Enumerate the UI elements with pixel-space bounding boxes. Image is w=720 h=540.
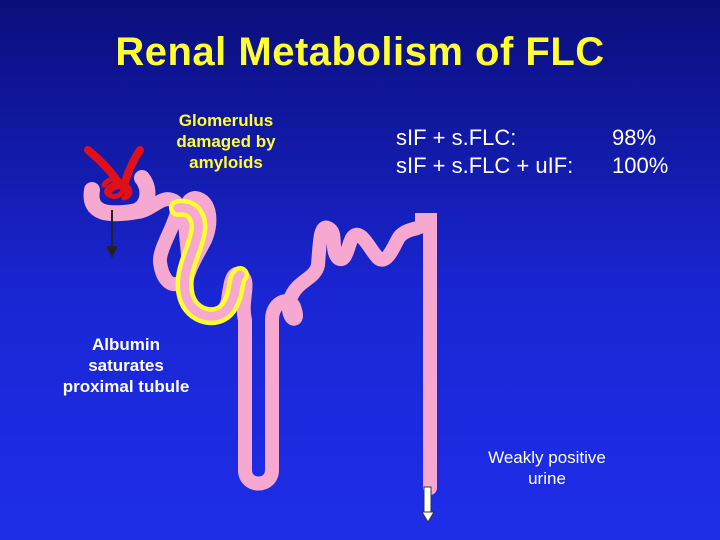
urine-label: Weakly positive urine bbox=[488, 448, 606, 488]
result-value: 98% bbox=[612, 125, 657, 150]
urine-arrow-head bbox=[421, 511, 435, 523]
result-key: sIF + s.FLC + uIF: bbox=[396, 153, 574, 178]
test-results: sIF + s.FLC: 98% sIF + s.FLC + uIF: 100% bbox=[396, 125, 682, 181]
result-row: sIF + s.FLC: 98% bbox=[396, 125, 682, 153]
collecting-duct bbox=[415, 213, 437, 495]
slide-title: Renal Metabolism of FLC bbox=[115, 30, 605, 74]
urine-arrow-shaft bbox=[423, 486, 432, 514]
filtration-arrow-head bbox=[106, 246, 118, 258]
glomerulus bbox=[84, 146, 144, 201]
proximal-tubule-inner bbox=[173, 203, 245, 321]
result-value: 100% bbox=[612, 153, 669, 178]
albumin-label: Albumin saturates proximal tubule bbox=[62, 335, 190, 396]
result-row: sIF + s.FLC + uIF: 100% bbox=[396, 153, 682, 181]
result-key: sIF + s.FLC: bbox=[396, 125, 517, 150]
glomerulus-label: Glomerulus damaged by amyloids bbox=[176, 111, 276, 172]
